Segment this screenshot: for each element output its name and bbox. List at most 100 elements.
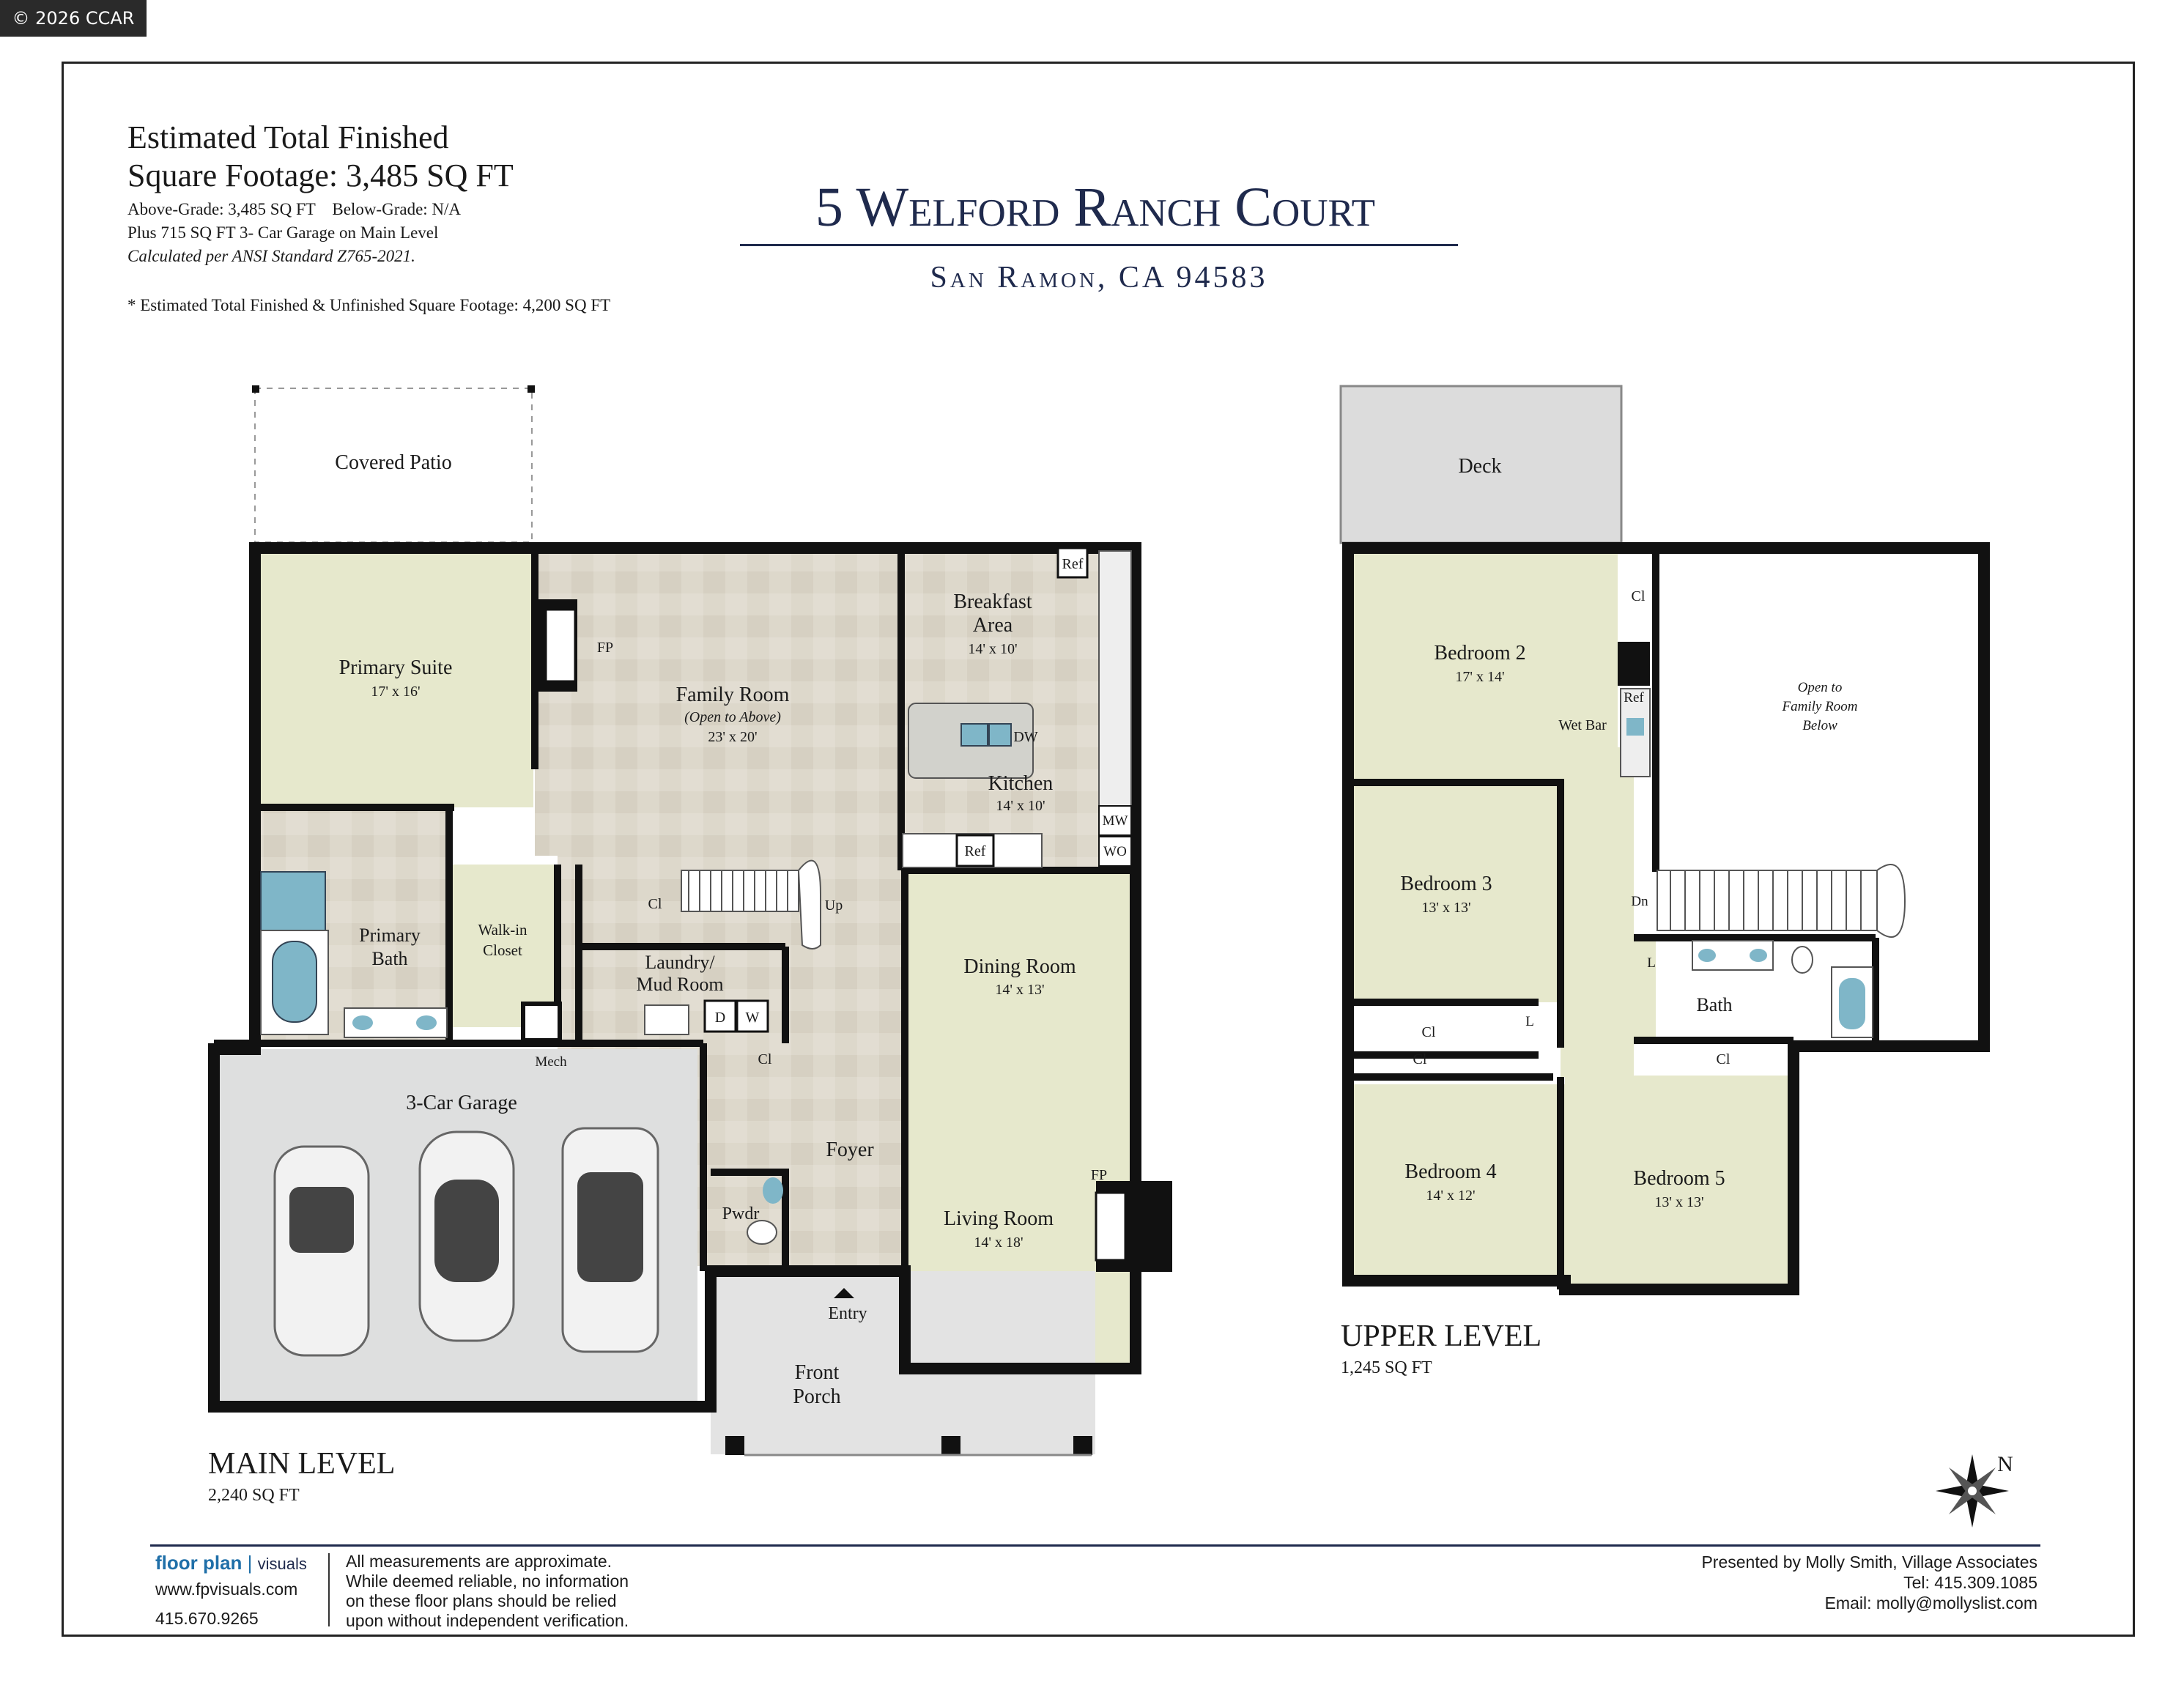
label-open-3: Below [1802,718,1837,733]
plan-frame [62,62,2135,1637]
label-fp-family: FP [597,640,613,656]
footer-disclaimer: All measurements are approximate. While … [346,1552,629,1631]
label-breakfast-area: Area [973,614,1013,637]
label-open-2: Family Room [1782,699,1858,714]
label-kitchen: Kitchen [988,772,1054,795]
sqft-grade: Above-Grade: 3,485 SQ FT Below-Grade: N/… [127,200,462,218]
upper-hall-floor [1561,747,1634,1077]
compass-n-label: N [1997,1452,2013,1476]
shower [260,871,326,931]
main-level-sqft: 2,240 SQ FT [208,1486,300,1505]
label-family-room-note: (Open to Above) [684,709,781,725]
label-cl-main-1: Cl [648,896,662,912]
label-cl-main-2: Cl [758,1051,772,1067]
label-foyer: Foyer [826,1139,874,1161]
upper-level-title: UPPER LEVEL [1341,1319,1542,1353]
label-l-upper-2: L [1525,1014,1534,1029]
sqft-garage: Plus 715 SQ FT 3- Car Garage on Main Lev… [127,223,439,242]
label-primary-bath-2: Bath [371,948,407,969]
bedroom3-floor [1348,782,1561,1002]
footer-website[interactable]: www.fpvisuals.com [155,1580,298,1599]
bedroom4-floor [1348,1084,1565,1282]
presented-by: Presented by Molly Smith, Village Associ… [1701,1552,2037,1572]
fpvisuals-logo: floor plan | visuals [155,1552,307,1574]
label-laundry-2: Mud Room [636,974,723,995]
upper-level-sqft: 1,245 SQ FT [1341,1358,1432,1377]
label-w: W [746,1010,760,1026]
entry-arrow-icon [834,1288,854,1298]
walkin-closet-floor [449,865,558,1027]
label-dining-room-dim: 14' x 13' [995,982,1044,998]
disclaimer-line-3: on these floor plans should be relied [346,1591,617,1610]
label-breakfast: Breakfast [953,591,1032,613]
covered-patio-area [254,388,533,543]
label-l-upper-1: L [1647,955,1656,971]
label-cl-upper-2: Cl [1422,1024,1436,1040]
label-bedroom5: Bedroom 5 [1633,1167,1725,1190]
label-up: Up [825,897,843,914]
label-bedroom2-dim: 17' x 14' [1455,669,1504,685]
label-front-2: Porch [793,1385,840,1408]
presented-tel: Tel: 415.309.1085 [1903,1573,2037,1592]
label-family-room-dim: 23' x 20' [708,729,757,745]
logo-main: floor plan [155,1552,243,1574]
label-walkin-1: Walk-in [478,921,528,939]
footer-separator [328,1553,330,1626]
label-ref-upper: Ref [1624,690,1644,706]
label-covered-patio: Covered Patio [335,451,451,474]
disclaimer-line-1: All measurements are approximate. [346,1552,612,1571]
deck-area [1339,385,1623,544]
presented-email[interactable]: Email: molly@mollyslist.com [1824,1593,2037,1613]
label-living-room-dim: 14' x 18' [974,1234,1023,1251]
copyright-badge: © 2026 CCAR [0,0,147,37]
label-family-room: Family Room [676,684,790,706]
label-primary-bath-1: Primary [359,925,421,946]
label-bedroom5-dim: 13' x 13' [1654,1194,1703,1210]
label-fp-living: FP [1091,1167,1107,1183]
label-dining-room: Dining Room [963,955,1076,978]
label-front-1: Front [795,1361,840,1384]
disclaimer-line-4: upon without independent verification. [346,1611,629,1630]
address-city: San Ramon, CA 94583 [930,261,1268,295]
label-bedroom2: Bedroom 2 [1434,642,1525,665]
garage-cars [273,1127,659,1357]
label-garage: 3-Car Garage [406,1092,517,1114]
upper-interior-walls [1348,548,1879,1289]
label-kitchen-dim: 14' x 10' [996,798,1045,814]
label-open-1: Open to [1798,680,1843,695]
sqft-title-line2: Square Footage: 3,485 SQ FT [127,158,514,193]
primary-suite-floor [255,548,533,807]
disclaimer-line-2: While deemed reliable, no information [346,1572,629,1591]
label-cl-upper-3: Cl [1413,1051,1427,1067]
bedroom5-floor [1565,1076,1794,1288]
main-level-title: MAIN LEVEL [208,1447,396,1481]
label-laundry-1: Laundry/ [645,952,715,973]
bedroom2-floor [1348,548,1618,782]
label-cl-upper-1: Cl [1632,588,1646,604]
label-dw: DW [1013,729,1037,745]
compass-rose-icon [1936,1454,2009,1528]
upper-stairs [1656,864,1906,938]
label-wet-bar: Wet Bar [1558,717,1607,733]
label-breakfast-dim: 14' x 10' [968,641,1017,657]
label-primary-suite-dim: 17' x 16' [371,684,420,700]
label-primary-suite: Primary Suite [339,656,453,679]
logo-sub: visuals [257,1555,307,1573]
main-stairs [681,859,821,949]
label-bedroom4: Bedroom 4 [1404,1160,1496,1183]
sqft-standard: Calculated per ANSI Standard Z765-2021. [127,247,415,265]
address-rule [740,244,1458,246]
upper-level-plan [1339,385,1990,1295]
label-dn: Dn [1631,894,1648,909]
label-d: D [715,1010,725,1026]
footer-phone: 415.670.9265 [155,1609,259,1628]
main-level-plan [208,385,1172,1456]
label-deck: Deck [1458,455,1501,478]
label-wo: WO [1103,844,1127,859]
sqft-note: * Estimated Total Finished & Unfinished … [127,296,611,314]
footer-rule [150,1544,2040,1547]
family-room-floor [535,548,901,856]
label-mw: MW [1103,813,1128,829]
sqft-details: Above-Grade: 3,485 SQ FT Below-Grade: N/… [127,198,461,268]
